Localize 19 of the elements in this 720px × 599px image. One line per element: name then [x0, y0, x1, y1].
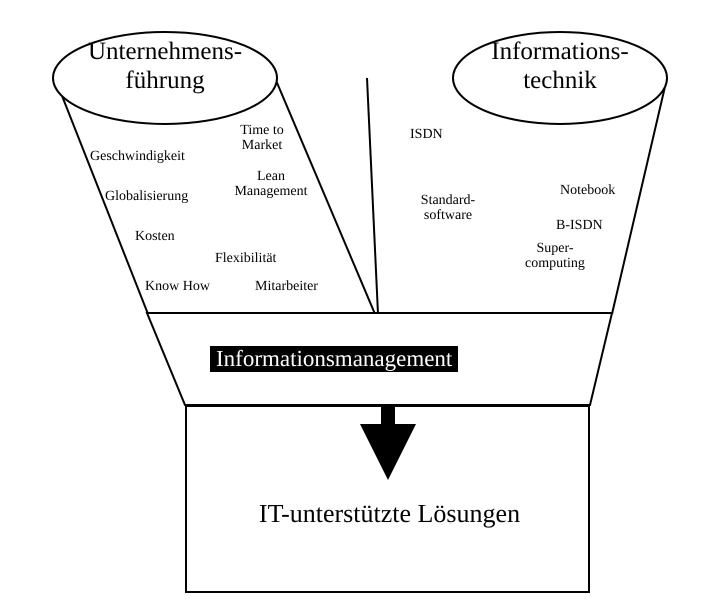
keyword-label: Mitarbeiter — [255, 280, 318, 295]
keyword-label: Super- computing — [524, 242, 586, 272]
keyword-label: B-ISDN — [556, 219, 603, 234]
keyword-label: ISDN — [410, 128, 443, 143]
arrow — [360, 405, 416, 480]
keyword-label: Time to Market — [239, 124, 285, 154]
keyword-label: Geschwindigkeit — [90, 150, 185, 165]
funnel-heading: Unternehmens- führung — [86, 38, 244, 96]
keyword-label: Standard- software — [420, 194, 476, 224]
funnel-heading: Informations- technik — [490, 38, 630, 96]
keyword-label: Globalisierung — [105, 190, 188, 205]
result-box — [185, 405, 590, 593]
keyword-label: Know How — [145, 280, 210, 295]
box-text: IT-unterstützte Lösungen — [258, 499, 522, 529]
keyword-label: Flexibilität — [215, 252, 276, 267]
keyword-label: Notebook — [560, 184, 616, 199]
keyword-label: Lean Management — [233, 170, 309, 200]
keyword-label: Kosten — [135, 230, 175, 245]
highlighted-label: Informationsmanagement — [210, 346, 458, 372]
